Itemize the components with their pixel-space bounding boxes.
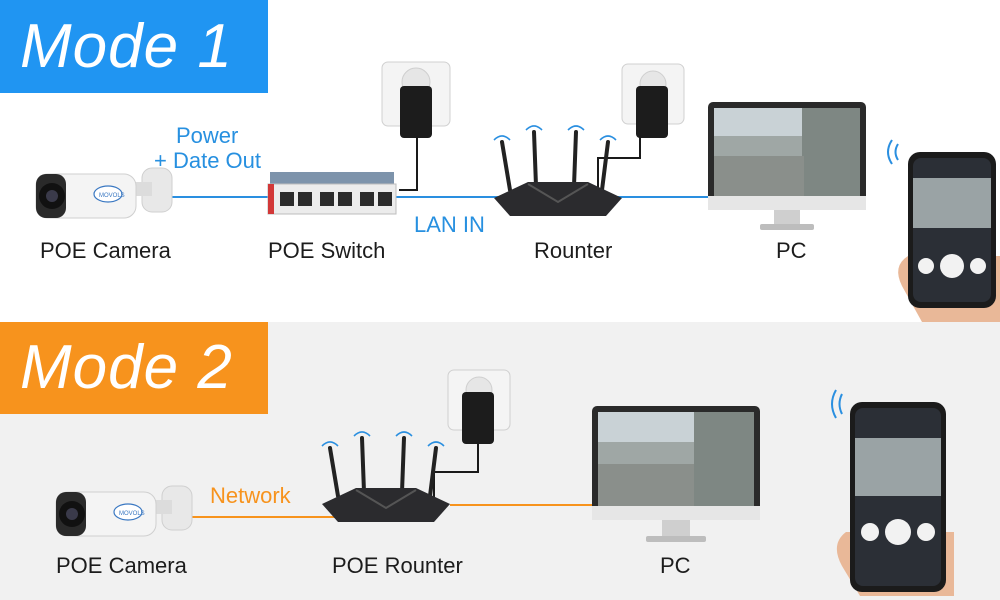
router-1 <box>488 120 628 224</box>
router-icon <box>321 431 450 522</box>
wifi-signal-icon <box>493 125 617 141</box>
wifi-signal-icon <box>321 431 445 447</box>
camera-brand-2: MOVOLS <box>119 511 145 517</box>
power-adapter-icon <box>381 61 451 138</box>
monitor-icon <box>708 102 866 230</box>
label-poe-router: POE Rounter <box>332 553 463 578</box>
poe-camera-2: MOVOLS <box>50 478 200 553</box>
label-router: Rounter <box>534 238 613 263</box>
wire-router-to-pc <box>450 504 598 506</box>
wifi-signal-icon <box>831 389 843 419</box>
power-cable-router <box>597 136 641 192</box>
bullet-camera-icon: MOVOLS <box>55 485 193 537</box>
monitor-icon <box>592 406 760 542</box>
mode-2-title: Mode 2 <box>0 322 268 414</box>
mode-2-panel: Mode 2 Network MOVOLS POE Camera <box>0 322 1000 600</box>
router-icon <box>493 125 622 216</box>
power-cable-router-2 <box>433 442 479 504</box>
label-lan-in: LAN IN <box>414 212 485 237</box>
label-poe-camera-2: POE Camera <box>56 553 187 578</box>
wire-router-to-pc <box>618 196 712 198</box>
smartphone-icon <box>831 389 954 596</box>
power-adapter-icon <box>447 369 511 444</box>
poe-switch <box>266 170 398 218</box>
mode-1-panel: Mode 1 Power + Date Out LAN IN MOVOLS PO… <box>0 0 1000 322</box>
power-adapter-switch <box>380 60 452 140</box>
label-poe-switch: POE Switch <box>268 238 386 263</box>
power-adapter-icon <box>621 63 685 138</box>
mode-1-title: Mode 1 <box>0 0 268 93</box>
pc-2 <box>590 404 762 546</box>
power-adapter-router <box>620 62 686 142</box>
label-pc-2: PC <box>660 553 691 578</box>
camera-brand-1: MOVOLS <box>99 193 125 199</box>
power-cable-switch <box>399 136 418 191</box>
smartphone-icon <box>887 139 1000 322</box>
poe-camera-1: MOVOLS <box>30 160 180 235</box>
bullet-camera-icon: MOVOLS <box>35 167 173 219</box>
label-pc-1: PC <box>776 238 807 263</box>
network-switch-icon <box>267 172 397 215</box>
power-adapter-router-2 <box>446 368 512 448</box>
label-power: Power <box>176 123 239 148</box>
label-network: Network <box>210 483 291 508</box>
wire-switch-to-router <box>396 196 508 198</box>
smartphone-1 <box>882 136 1000 322</box>
smartphone-2 <box>826 382 954 596</box>
pc-1 <box>706 100 868 234</box>
poe-router <box>316 426 456 530</box>
wifi-signal-icon <box>887 139 899 165</box>
label-poe-camera-1: POE Camera <box>40 238 171 263</box>
label-data-out: + Date Out <box>154 148 262 173</box>
wire-camera-to-switch <box>168 196 273 198</box>
wire-camera-to-router <box>190 516 338 518</box>
